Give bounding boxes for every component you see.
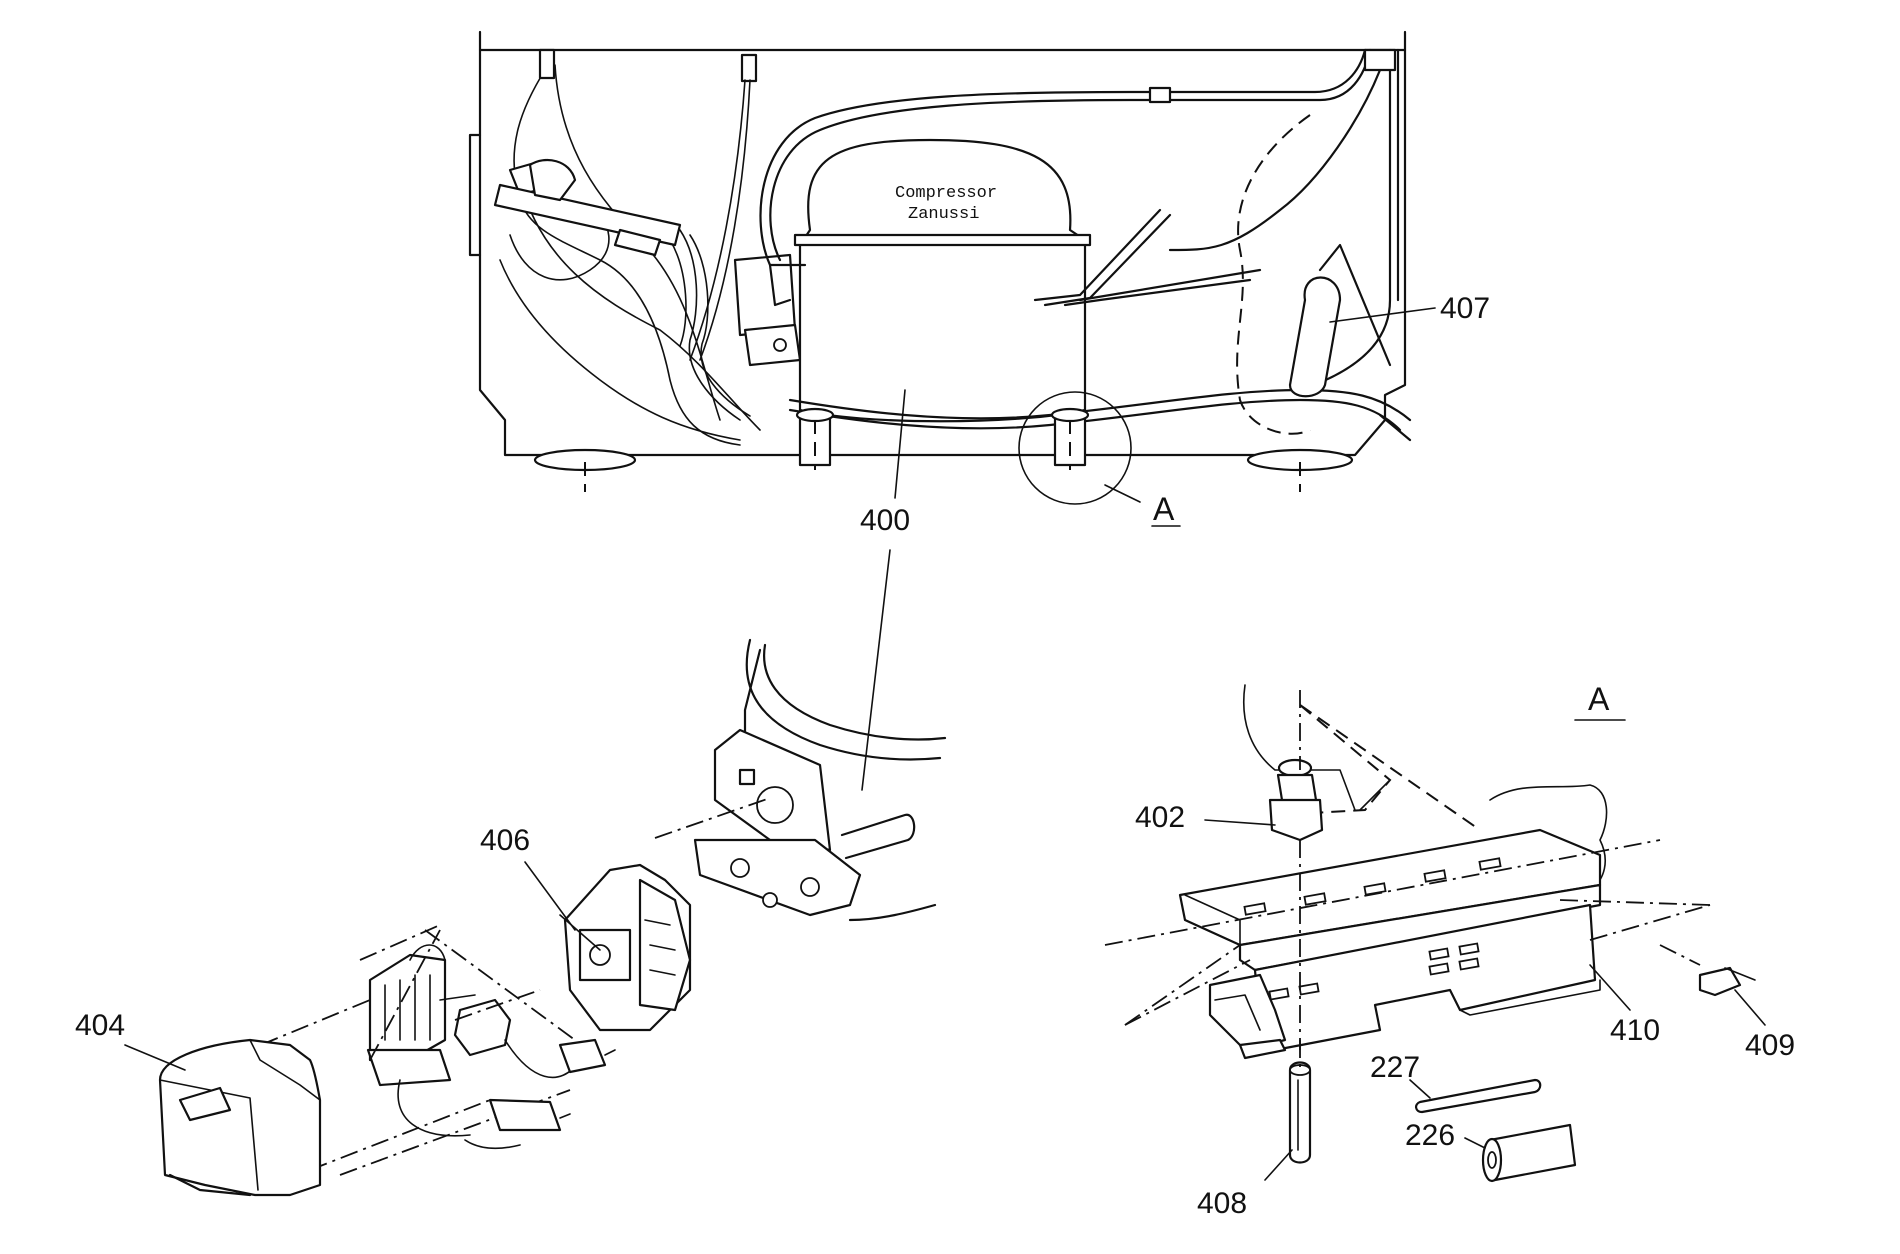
part-409-label: 409 [1745, 1029, 1795, 1062]
part-226-label: 226 [1405, 1119, 1455, 1152]
detail-circle-a [1018, 391, 1132, 505]
detail-ref-a: A [1153, 491, 1175, 527]
detail-a-view: A 402 [1104, 681, 1795, 1220]
part-400-label: 400 [860, 504, 910, 537]
compressor-brand-line2: Zanussi [908, 205, 979, 224]
part-407-label: 407 [1440, 292, 1490, 325]
part-408-label: 408 [1197, 1187, 1247, 1220]
part-404-label: 404 [75, 1009, 125, 1042]
compressor-brand-line1: Compressor [895, 184, 997, 203]
part-406-label: 406 [480, 824, 530, 857]
starter-relay-exploded-view: 406 404 [75, 549, 947, 1197]
compressor-compartment-view: Compressor Zanussi A [468, 30, 1490, 537]
part-227-label: 227 [1370, 1051, 1420, 1084]
part-402-label: 402 [1135, 801, 1185, 834]
detail-a-title: A [1588, 681, 1610, 717]
part-410-label: 410 [1610, 1014, 1660, 1047]
